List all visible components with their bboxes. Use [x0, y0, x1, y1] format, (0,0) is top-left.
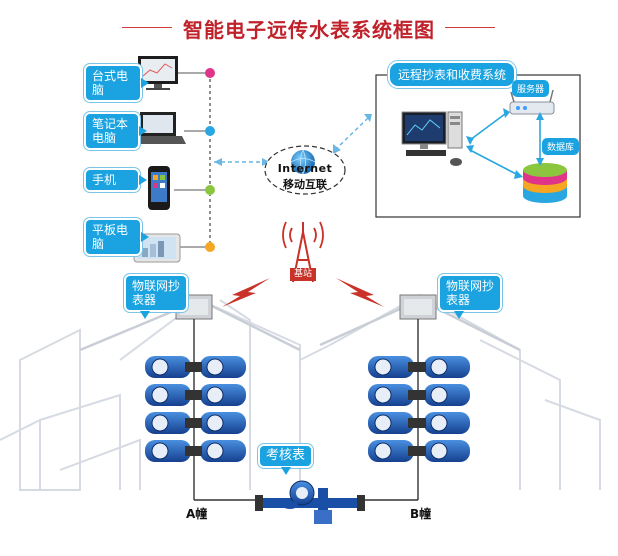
- system-computer: [401, 111, 463, 166]
- check-meter-device: [255, 480, 365, 524]
- collector-a-label: 物联网抄表器: [124, 274, 188, 319]
- device-dots: [205, 68, 215, 252]
- database-label: 数据库: [542, 138, 580, 155]
- meter-a7: [193, 412, 246, 434]
- title-rule-left: [122, 27, 172, 28]
- title-rule-right: [445, 27, 495, 28]
- internet-label: Internet: [277, 162, 333, 175]
- system-title: 远程抄表和收费系统: [388, 61, 517, 88]
- system-arrow-heads: [466, 108, 544, 179]
- building-b-label: B幢: [410, 507, 432, 521]
- phone-label: 手机: [84, 168, 147, 192]
- database-device: [523, 163, 567, 203]
- meter-a3: [145, 412, 194, 434]
- laptop-icon: [130, 112, 186, 144]
- meter-a2: [145, 384, 194, 406]
- internet-cloud: [264, 145, 346, 195]
- meter-b8: [417, 440, 470, 462]
- base-station-tower: [282, 221, 324, 283]
- water-meters-b: [368, 356, 470, 462]
- water-meters-a: [145, 356, 246, 462]
- meter-a5: [193, 356, 246, 378]
- system-arrows: [469, 113, 541, 176]
- tower-label: 基站: [293, 269, 312, 279]
- building-a-label: A幢: [186, 507, 208, 521]
- internet-to-system-arrow: [334, 117, 369, 151]
- mobile-internet-label: 移动互联: [283, 178, 327, 191]
- collector-b-device: [399, 294, 437, 500]
- server-device: [509, 89, 555, 115]
- wireless-signals: [222, 278, 384, 307]
- meter-b6: [417, 384, 470, 406]
- meter-b4: [368, 440, 417, 462]
- phone-icon: [148, 166, 170, 210]
- meter-a6: [193, 384, 246, 406]
- collector-b-label: 物联网抄表器: [438, 274, 502, 319]
- meter-b7: [417, 412, 470, 434]
- check-meter-label: 考核表: [258, 444, 314, 475]
- device-links: [174, 72, 210, 248]
- meter-b3: [368, 412, 417, 434]
- desktop-label: 台式电脑: [84, 64, 149, 102]
- meter-a8: [193, 440, 246, 462]
- diagram-title: 智能电子远传水表系统框图: [183, 18, 435, 42]
- server-label: 服务器: [512, 80, 550, 97]
- laptop-label: 笔记本电脑: [84, 112, 147, 150]
- meter-b2: [368, 384, 417, 406]
- meter-b1: [368, 356, 417, 378]
- meter-b5: [417, 356, 470, 378]
- tablet-label: 平板电脑: [84, 218, 149, 256]
- meter-a4: [145, 440, 194, 462]
- meter-a1: [145, 356, 194, 378]
